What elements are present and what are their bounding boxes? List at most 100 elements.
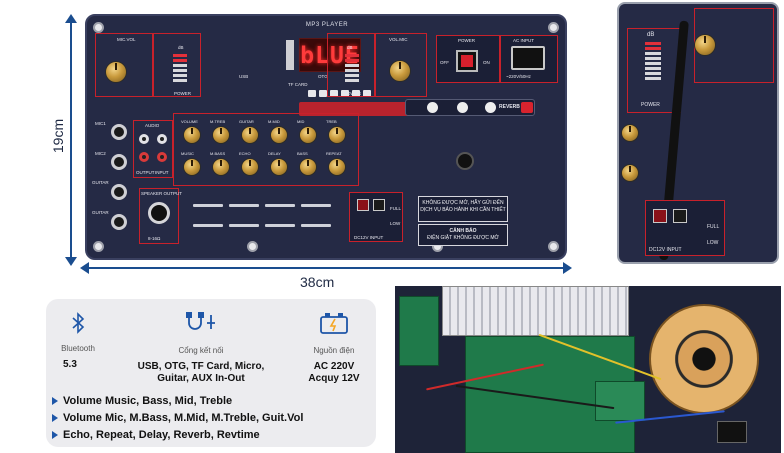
zoom-knob-1[interactable] — [621, 124, 639, 142]
screw-icon — [93, 22, 104, 33]
player-strip — [299, 102, 411, 116]
zoom-dc-negative[interactable] — [673, 209, 687, 223]
guitar2-jack[interactable] — [111, 214, 127, 230]
small-pcb — [595, 381, 645, 421]
spec-bluetooth: Bluetooth 5.3 — [52, 311, 104, 371]
bluetooth-caption: Bluetooth — [61, 344, 95, 353]
left-level-meter — [173, 54, 187, 84]
eq-knob[interactable] — [299, 126, 317, 144]
warning-sub: ĐIỆN GIẬT KHÔNG ĐƯỢC MỞ — [427, 235, 499, 241]
feature-item: Echo, Repeat, Delay, Reverb, Revtime — [52, 426, 303, 443]
eq-knob-label: M.TREB — [210, 119, 226, 124]
output-label: OUTPUT — [136, 170, 155, 175]
jack-label-mic1: MIC1 — [95, 121, 106, 126]
rca-output-white[interactable] — [139, 134, 149, 144]
ac-socket-rear — [717, 421, 747, 443]
mic-vol-label: MIC.VOL — [117, 37, 136, 42]
rca-output-red[interactable] — [139, 152, 149, 162]
zoom-knob-2[interactable] — [621, 164, 639, 182]
zoom-photo: dB POWER DC12V INPUT FULL LOW — [617, 2, 779, 264]
dc-terminal-positive[interactable] — [357, 199, 369, 211]
mode-strip — [405, 99, 535, 116]
rca-input-white[interactable] — [157, 134, 167, 144]
eq-knob-label: GUITAR — [239, 119, 254, 124]
triangle-bullet-icon — [52, 396, 58, 405]
low-label: LOW — [390, 221, 401, 226]
eq-frame — [173, 113, 359, 186]
ports-value: USB, OTG, TF Card, Micro, Guitar, AUX In… — [137, 361, 265, 384]
right-level-meter — [345, 54, 359, 84]
side-pcb — [399, 296, 439, 366]
eq-knob[interactable] — [241, 126, 259, 144]
vol-mic-knob[interactable] — [389, 60, 411, 82]
power-caption: Nguồn điện — [313, 346, 355, 355]
eq-knob[interactable] — [328, 158, 346, 176]
eq-knob-label: BASS — [297, 151, 308, 156]
mic2-jack[interactable] — [111, 154, 127, 170]
vol-mic-label: VOL.MIC — [389, 37, 408, 42]
eq-knob-label: REPEAT — [326, 151, 342, 156]
audio-label: AUDIO — [145, 123, 160, 128]
ac-rating-label: ~220V/50Hz — [506, 74, 531, 79]
zoom-dc-positive[interactable] — [653, 209, 667, 223]
feature-item: Volume Music, Bass, Mid, Treble — [52, 392, 303, 409]
eq-knob-label: MID — [297, 119, 305, 124]
eq-knob[interactable] — [241, 158, 259, 176]
speakon-socket[interactable] — [148, 202, 170, 224]
impedance-label: 8-16Ω — [148, 236, 161, 241]
warning-title: CẢNH BÁO — [449, 228, 477, 234]
bluetooth-button[interactable] — [427, 102, 438, 113]
mic-vol-knob[interactable] — [105, 61, 127, 83]
power-value: AC 220V Acquy 12V — [308, 361, 360, 384]
mic1-jack[interactable] — [111, 124, 127, 140]
warning-box: CẢNH BÁO ĐIỆN GIẬT KHÔNG ĐƯỢC MỞ — [418, 224, 508, 246]
on-label: ON — [483, 60, 490, 65]
power-switch[interactable] — [456, 50, 478, 72]
jack-label-guitar2: GUITAR — [92, 210, 109, 215]
eq-knob[interactable] — [299, 158, 317, 176]
right-meter-frame — [327, 33, 375, 97]
ac-input-label: AC INPUT — [513, 38, 535, 43]
eq-knob[interactable] — [328, 126, 346, 144]
usb-port[interactable] — [286, 40, 294, 70]
feature-list: Volume Music, Bass, Mid, Treble Volume M… — [52, 392, 303, 443]
remote-button[interactable] — [457, 102, 468, 113]
reverb-label: REVERB — [499, 104, 520, 110]
eq-knob[interactable] — [183, 126, 201, 144]
eq-knob[interactable] — [183, 158, 201, 176]
usb-label: USB — [239, 74, 249, 79]
player-buttons[interactable] — [308, 90, 371, 97]
otg-label: OTG — [318, 74, 328, 79]
eq-knob-label: M.MID — [268, 119, 280, 124]
vol-mic-frame — [375, 33, 427, 97]
dc-terminal-negative[interactable] — [373, 199, 385, 211]
ac-socket[interactable] — [511, 46, 545, 70]
eq-knob-label: VOLUME — [181, 119, 198, 124]
eq-knob-label: MUSIC — [181, 151, 194, 156]
triangle-bullet-icon — [52, 413, 58, 422]
triangle-bullet-icon — [52, 430, 58, 439]
screw-icon — [548, 241, 559, 252]
eq-knob[interactable] — [212, 126, 230, 144]
zoom-db-label: dB — [647, 32, 655, 38]
spec-power: Nguồn điện AC 220V Acquy 12V — [294, 311, 374, 385]
height-arrow — [65, 14, 77, 266]
eq-knob[interactable] — [270, 126, 288, 144]
eq-knob[interactable] — [212, 158, 230, 176]
spec-card: Bluetooth 5.3 Cổng kết nối USB, OTG, TF … — [46, 299, 376, 447]
bluetooth-value: 5.3 — [63, 359, 77, 370]
reverb-button[interactable] — [485, 102, 496, 113]
zoom-vol-knob[interactable] — [694, 34, 716, 56]
guitar1-jack[interactable] — [111, 184, 127, 200]
zoom-power-label: POWER — [641, 102, 660, 108]
dc-input-label: DC12V INPUT — [354, 235, 384, 240]
mic-vol-frame — [95, 33, 153, 97]
internals-photo — [395, 286, 781, 453]
input-label: INPUT — [155, 170, 169, 175]
eq-knob[interactable] — [270, 158, 288, 176]
spec-ports: Cổng kết nối USB, OTG, TF Card, Micro, G… — [126, 311, 276, 385]
width-label: 38cm — [300, 274, 335, 290]
rca-input-red[interactable] — [157, 152, 167, 162]
off-label: OFF — [440, 60, 449, 65]
usb-cable-icon — [186, 312, 215, 330]
